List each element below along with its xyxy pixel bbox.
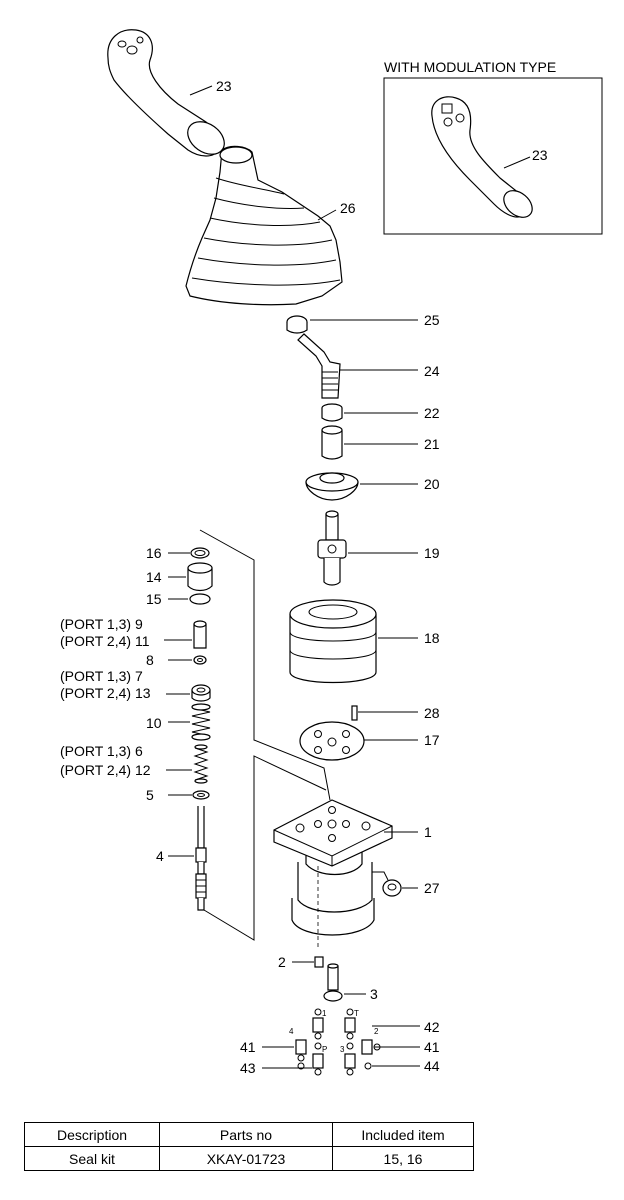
callout-5: 5 — [146, 787, 154, 803]
fitting-upper-left — [312, 1008, 324, 1040]
callout-4: 4 — [156, 848, 164, 864]
callout-25: 25 — [424, 312, 440, 328]
callout-13: (PORT 2,4) 13 — [60, 685, 151, 701]
port-fittings — [295, 1008, 381, 1076]
part-17-plate — [299, 721, 365, 761]
part-2-plug — [314, 956, 324, 968]
part-4-spool — [195, 806, 207, 911]
part-8-washer — [193, 655, 207, 665]
port-mark-T: T — [354, 1009, 359, 1018]
fitting-lower-right — [344, 1042, 372, 1076]
callout-19: 19 — [424, 545, 440, 561]
exploded-parts-diagram: 23 WITH MODULATION TYPE 23 26 25 24 — [60, 29, 603, 1076]
callout-28: 28 — [424, 705, 440, 721]
callout-1: 1 — [424, 824, 432, 840]
callout-41-left: 41 — [240, 1039, 256, 1055]
port-mark-3: 3 — [340, 1045, 345, 1054]
callout-21: 21 — [424, 436, 440, 452]
callout-41-right: 41 — [424, 1039, 440, 1055]
port-mark-2: 2 — [374, 1027, 379, 1036]
part-9-11-spool — [193, 620, 207, 649]
callout-3: 3 — [370, 986, 378, 1002]
part-19-joint — [317, 510, 347, 586]
fitting-lower-left — [297, 1042, 324, 1076]
part-18-bellows — [289, 599, 377, 684]
callout-14: 14 — [146, 569, 162, 585]
callout-22: 22 — [424, 405, 440, 421]
part-25-nut — [286, 315, 308, 334]
part-21-coupling — [321, 425, 343, 460]
part-16-ring — [190, 547, 210, 559]
fitting-mid-left — [295, 1039, 307, 1062]
callout-11: (PORT 2,4) 11 — [60, 633, 150, 649]
fitting-upper-right — [344, 1008, 356, 1040]
table-row: Seal kit XKAY-01723 15, 16 — [24, 1146, 474, 1171]
callout-27: 27 — [424, 880, 440, 896]
callout-12: (PORT 2,4) 12 — [60, 762, 151, 778]
header-included-item: Included item — [332, 1122, 474, 1147]
part-24-rod — [297, 333, 341, 399]
port-mark-P: P — [322, 1045, 327, 1054]
inset-callout-23: 23 — [532, 147, 548, 163]
header-description: Description — [24, 1122, 160, 1147]
inset-title: WITH MODULATION TYPE — [384, 59, 556, 75]
part-20-disc — [305, 472, 359, 501]
callout-15: 15 — [146, 591, 162, 607]
cell-parts-no: XKAY-01723 — [159, 1146, 333, 1171]
modulation-inset-box — [383, 77, 603, 235]
callout-18: 18 — [424, 630, 440, 646]
seal-kit-table: Description Parts no Included item Seal … — [24, 1122, 474, 1171]
callout-10: 10 — [146, 715, 162, 731]
rubber-boot — [185, 145, 343, 306]
part-28-pin — [351, 705, 358, 721]
callout-26: 26 — [340, 200, 356, 216]
port-mark-4: 4 — [289, 1027, 294, 1036]
callout-24: 24 — [424, 363, 440, 379]
part-22-nut — [321, 403, 343, 422]
header-parts-no: Parts no — [159, 1122, 333, 1147]
assembly-path-lines — [199, 529, 331, 801]
callout-8: 8 — [146, 652, 154, 668]
part-6-12-spring — [193, 744, 209, 784]
inset-handle — [431, 96, 533, 218]
cell-included-item: 15, 16 — [332, 1146, 474, 1171]
callout-6: (PORT 1,3) 6 — [60, 743, 143, 759]
callout-42: 42 — [424, 1019, 440, 1035]
table-header-row: Description Parts no Included item — [24, 1122, 474, 1147]
port-mark-1: 1 — [322, 1009, 327, 1018]
part-1-body — [273, 799, 393, 936]
part-3-shaft — [323, 963, 343, 1002]
callout-23: 23 — [216, 78, 232, 94]
callout-9: (PORT 1,3) 9 — [60, 616, 143, 632]
cell-description: Seal kit — [24, 1146, 160, 1171]
callout-2: 2 — [278, 954, 286, 970]
callout-43: 43 — [240, 1060, 256, 1076]
callout-16: 16 — [146, 545, 162, 561]
callout-44: 44 — [424, 1058, 440, 1074]
callout-17: 17 — [424, 732, 440, 748]
part-5-washer — [192, 790, 210, 800]
part-27-plug — [382, 879, 402, 897]
part-10-spring — [191, 703, 211, 741]
callout-20: 20 — [424, 476, 440, 492]
callout-7: (PORT 1,3) 7 — [60, 668, 143, 684]
part-15-oring — [189, 593, 211, 605]
part-7-13-seat — [191, 684, 211, 702]
lever-handle — [107, 29, 225, 157]
part-14-cap — [187, 562, 213, 592]
